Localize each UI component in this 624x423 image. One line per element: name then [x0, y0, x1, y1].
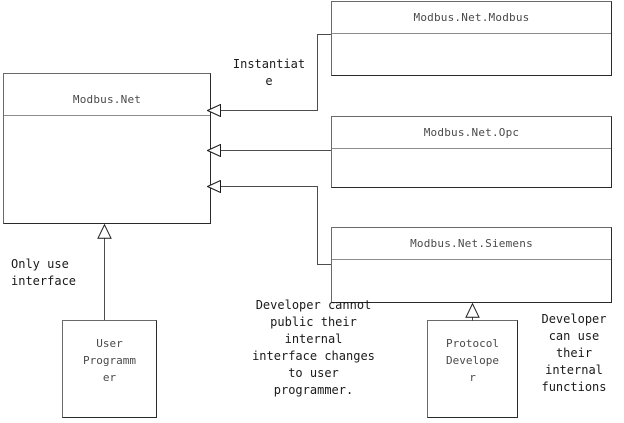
class-box-modbus-net-siemens-divider [332, 259, 611, 260]
connector-modbus-segment-top [317, 34, 331, 35]
actor-box-protocol-developer[interactable]: Protocol Develope r [427, 320, 518, 418]
connector-modbus-segment-vertical [317, 34, 318, 110]
connector-siemens-segment-top [220, 186, 318, 187]
class-box-modbus-net-title: Modbus.Net [72, 93, 142, 106]
connector-siemens-segment-vertical [317, 186, 318, 264]
actor-box-user-programmer[interactable]: User Programm er [62, 320, 157, 418]
connector-protocol-developer-line [472, 317, 473, 321]
class-box-modbus-net-modbus-title: Modbus.Net.Modbus [413, 11, 530, 24]
connector-user-programmer-line [104, 238, 105, 320]
class-box-modbus-net-opc[interactable]: Modbus.Net.Opc [331, 116, 612, 188]
class-box-modbus-net[interactable]: Modbus.Net [3, 73, 211, 224]
class-box-modbus-net-siemens-title: Modbus.Net.Siemens [410, 237, 533, 250]
note-developer-cannot-publish: Developer cannot public their internal i… [252, 298, 375, 397]
arrowhead-instantiate-opc [207, 144, 221, 157]
connector-opc-segment [220, 150, 331, 151]
arrowhead-instantiate-modbus [207, 104, 221, 117]
note-instantiate: Instantiat e [232, 57, 306, 88]
class-box-modbus-net-opc-title: Modbus.Net.Opc [423, 126, 520, 139]
arrowhead-instantiate-siemens [207, 180, 221, 193]
note-only-use-interface: Only use interface [11, 257, 77, 288]
class-box-modbus-net-modbus-divider [332, 33, 611, 34]
actor-box-user-programmer-label: User Programm er [83, 337, 136, 384]
actor-box-protocol-developer-label: Protocol Develope r [446, 337, 499, 384]
arrowhead-generalization-protocol-developer [465, 303, 480, 318]
class-box-modbus-net-divider [4, 115, 210, 116]
connector-siemens-segment-bottom [317, 264, 331, 265]
class-box-modbus-net-opc-divider [332, 148, 611, 149]
connector-modbus-segment-bottom [220, 110, 318, 111]
class-box-modbus-net-modbus[interactable]: Modbus.Net.Modbus [331, 1, 612, 76]
arrowhead-generalization-user-programmer [97, 224, 112, 239]
class-box-modbus-net-siemens[interactable]: Modbus.Net.Siemens [331, 227, 612, 303]
note-developer-can-use-internal: Developer can use their internal functio… [541, 312, 607, 394]
